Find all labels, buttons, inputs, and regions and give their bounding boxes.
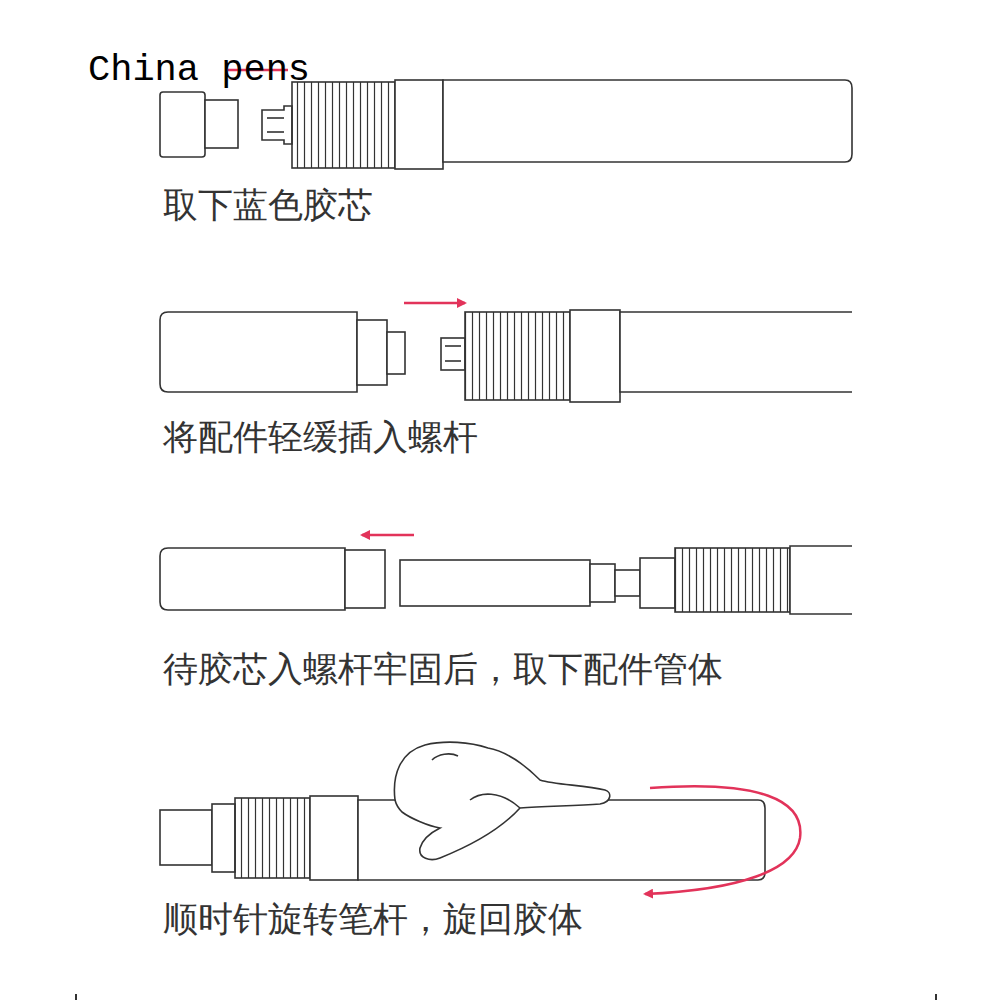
step-caption: 顺时针旋转笔杆，旋回胶体 xyxy=(163,898,583,940)
step-caption: 待胶芯入螺杆牢固后，取下配件管体 xyxy=(163,648,723,690)
watermark: China pens xyxy=(88,48,310,92)
step-caption: 将配件轻缓插入螺杆 xyxy=(163,416,478,458)
step-caption: 取下蓝色胶芯 xyxy=(163,184,373,226)
